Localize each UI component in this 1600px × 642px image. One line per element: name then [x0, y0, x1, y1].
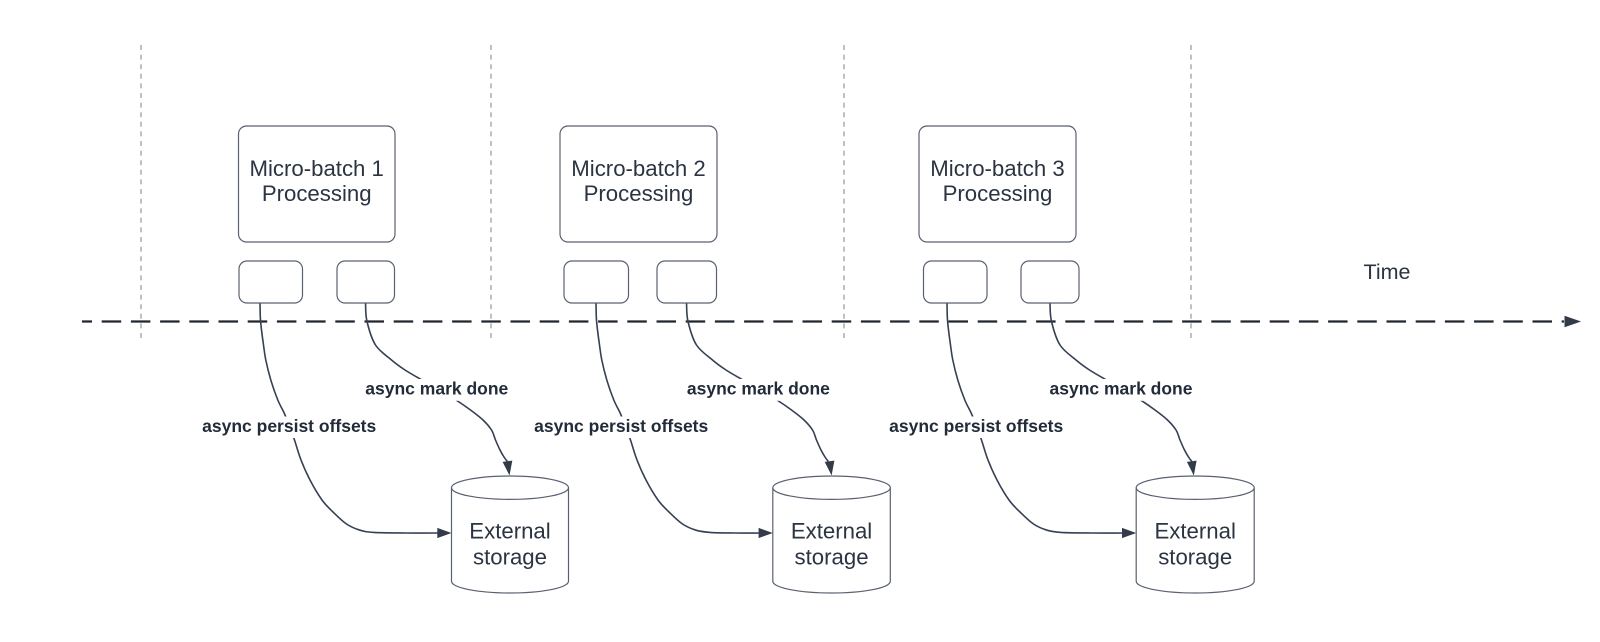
svg-text:Micro-batch 3: Micro-batch 3 [930, 156, 1064, 181]
svg-text:Processing: Processing [943, 181, 1053, 206]
svg-text:Processing: Processing [262, 181, 372, 206]
svg-text:async persist offsets: async persist offsets [889, 416, 1063, 436]
svg-text:async persist offsets: async persist offsets [202, 416, 376, 436]
svg-text:async mark done: async mark done [365, 379, 508, 399]
svg-text:Processing: Processing [584, 181, 694, 206]
svg-text:External: External [469, 518, 550, 543]
svg-text:Time: Time [1364, 260, 1411, 284]
svg-text:Micro-batch 2: Micro-batch 2 [571, 156, 705, 181]
svg-text:storage: storage [795, 545, 869, 570]
svg-text:async persist offsets: async persist offsets [534, 416, 708, 436]
svg-text:storage: storage [473, 545, 547, 570]
svg-text:storage: storage [1158, 545, 1232, 570]
svg-text:External: External [1154, 518, 1235, 543]
svg-text:async mark done: async mark done [687, 379, 830, 399]
svg-text:External: External [791, 518, 872, 543]
svg-text:async mark done: async mark done [1050, 379, 1193, 399]
svg-text:Micro-batch 1: Micro-batch 1 [249, 156, 383, 181]
